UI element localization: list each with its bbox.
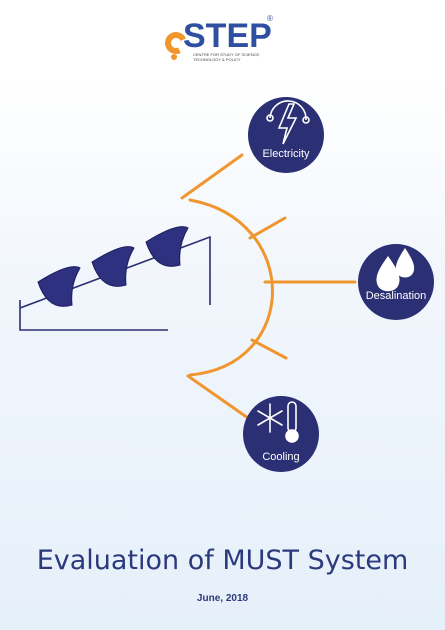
branch-lower-short <box>250 338 288 360</box>
trough-2 <box>91 246 135 287</box>
trough-3 <box>145 226 189 267</box>
solar-trough-collectors <box>37 226 189 307</box>
logo-tagline: Centre for Study of Science, Technology … <box>193 52 261 62</box>
water-drops-icon <box>376 248 415 292</box>
lightning-icon <box>266 100 310 145</box>
collector-stand <box>19 235 211 331</box>
cooling-label: Cooling <box>262 451 300 463</box>
electricity-node <box>248 97 324 173</box>
logo-registered-mark: ® <box>267 14 273 23</box>
desalination-node <box>358 244 434 320</box>
branch-upper-short <box>248 216 287 240</box>
desalination-label: Desalination <box>365 290 427 302</box>
snowflake-thermometer-icon <box>257 401 299 443</box>
branch-cooling <box>186 374 250 420</box>
trough-1 <box>37 266 81 307</box>
branch-electricity <box>180 153 244 200</box>
output-branches <box>180 153 357 420</box>
cooling-node <box>243 396 319 472</box>
cstep-logo: STEP ® Centre for Study of Science, Tech… <box>161 14 283 70</box>
electricity-label: Electricity <box>262 148 310 160</box>
report-date: June, 2018 <box>196 593 249 604</box>
logo-dot <box>171 54 177 60</box>
logo-wordmark: STEP <box>183 17 272 55</box>
report-title: Evaluation of MUST System <box>36 545 409 576</box>
central-arc <box>188 198 274 377</box>
